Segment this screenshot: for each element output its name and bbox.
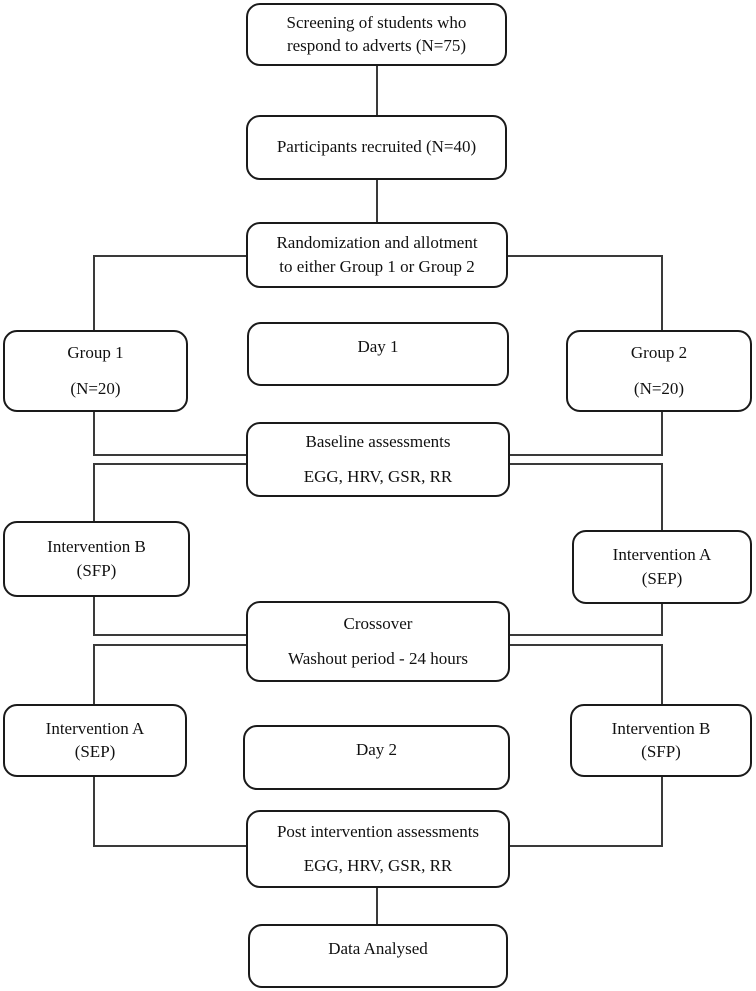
node-intervention-b-day2-line2: (SFP) bbox=[641, 742, 681, 761]
node-crossover-line1: Crossover bbox=[343, 614, 413, 634]
node-data-analysed[interactable]: Data Analysed bbox=[248, 924, 508, 988]
node-crossover-line2: Washout period - 24 hours bbox=[288, 648, 468, 668]
node-day1-line1: Day 1 bbox=[357, 337, 399, 356]
node-group1-line1: Group 1 bbox=[67, 342, 124, 362]
edge-randomization-to-group1 bbox=[93, 255, 246, 330]
edge-baseline-to-intervention-b-day1 bbox=[93, 463, 246, 521]
node-intervention-a-day1-line1: Intervention A bbox=[612, 545, 712, 565]
node-screening-line1: Screening of students who bbox=[286, 12, 467, 32]
node-intervention-a-day2-line2: (SEP) bbox=[74, 742, 116, 761]
node-randomization-line2: to either Group 1 or Group 2 bbox=[279, 256, 475, 276]
edge-crossover-to-intervention-b-day2 bbox=[510, 644, 663, 704]
node-participants-recruited-line1: Participants recruited (N=40) bbox=[276, 137, 477, 157]
node-day1[interactable]: Day 1 bbox=[247, 322, 509, 386]
node-baseline-assessments[interactable]: Baseline assessments EGG, HRV, GSR, RR bbox=[246, 422, 510, 497]
node-intervention-b-day1[interactable]: Intervention B (SFP) bbox=[3, 521, 190, 597]
node-post-intervention-assessments[interactable]: Post intervention assessments EGG, HRV, … bbox=[246, 810, 510, 888]
node-randomization[interactable]: Randomization and allotment to either Gr… bbox=[246, 222, 508, 288]
edge-group1-to-baseline bbox=[93, 412, 246, 456]
node-intervention-a-day2-line1: Intervention A bbox=[45, 718, 145, 738]
node-intervention-b-day2[interactable]: Intervention B (SFP) bbox=[570, 704, 752, 777]
node-day2-line1: Day 2 bbox=[355, 740, 398, 759]
edge-randomization-to-group2 bbox=[508, 255, 663, 330]
node-intervention-b-day2-line1: Intervention B bbox=[611, 718, 711, 738]
edge-crossover-to-intervention-a-day2 bbox=[93, 644, 246, 704]
node-day2[interactable]: Day 2 bbox=[243, 725, 510, 790]
node-group2-line1: Group 2 bbox=[630, 342, 688, 362]
node-intervention-a-day1[interactable]: Intervention A (SEP) bbox=[572, 530, 752, 604]
node-group1[interactable]: Group 1 (N=20) bbox=[3, 330, 188, 412]
node-post-intervention-line1: Post intervention assessments bbox=[276, 821, 480, 841]
node-crossover[interactable]: Crossover Washout period - 24 hours bbox=[246, 601, 510, 682]
node-baseline-line1: Baseline assessments bbox=[305, 432, 451, 452]
node-intervention-a-day2[interactable]: Intervention A (SEP) bbox=[3, 704, 187, 777]
edge-group2-to-baseline bbox=[510, 412, 663, 456]
edge-intervention-a-day2-to-post bbox=[93, 777, 246, 847]
node-participants-recruited[interactable]: Participants recruited (N=40) bbox=[246, 115, 507, 180]
node-group1-line2: (N=20) bbox=[70, 379, 121, 398]
node-group2-line2: (N=20) bbox=[633, 379, 685, 398]
node-group2[interactable]: Group 2 (N=20) bbox=[566, 330, 752, 412]
node-intervention-b-day1-line2: (SFP) bbox=[76, 560, 117, 580]
node-post-intervention-line2: EGG, HRV, GSR, RR bbox=[303, 856, 453, 875]
node-baseline-line2: EGG, HRV, GSR, RR bbox=[303, 466, 453, 486]
node-intervention-a-day1-line2: (SEP) bbox=[641, 568, 683, 588]
node-screening-line2: respond to adverts (N=75) bbox=[286, 36, 467, 55]
edge-intervention-a-day1-to-crossover bbox=[510, 604, 663, 636]
node-data-analysed-line1: Data Analysed bbox=[328, 939, 428, 958]
node-randomization-line1: Randomization and allotment bbox=[276, 233, 478, 253]
edge-intervention-b-day1-to-crossover bbox=[93, 597, 246, 636]
edge-baseline-to-intervention-a-day1 bbox=[510, 463, 663, 530]
node-intervention-b-day1-line1: Intervention B bbox=[47, 537, 146, 557]
edge-intervention-b-day2-to-post bbox=[510, 777, 663, 847]
node-screening[interactable]: Screening of students who respond to adv… bbox=[246, 3, 507, 66]
